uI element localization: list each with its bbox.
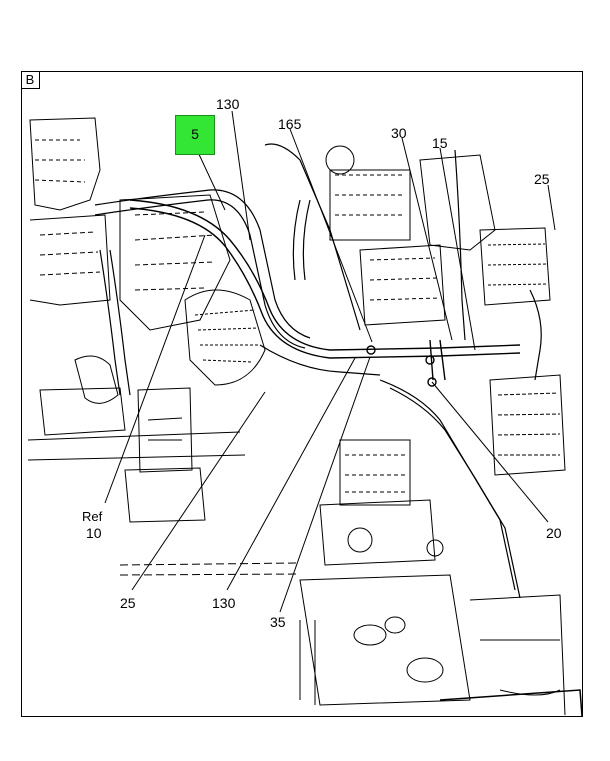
callout-35[interactable]: 35 xyxy=(270,614,286,630)
callout-25-right[interactable]: 25 xyxy=(534,171,550,187)
callout-165[interactable]: 165 xyxy=(278,116,302,132)
upper-right-assembly xyxy=(325,145,566,476)
callout-30[interactable]: 30 xyxy=(391,125,407,141)
lower-center-housing xyxy=(299,439,471,706)
intake-manifold xyxy=(119,194,266,523)
highlight-callout-label: 5 xyxy=(191,126,199,142)
tube-assembly xyxy=(129,199,521,387)
callout-25-bottom[interactable]: 25 xyxy=(120,595,136,611)
callout-15[interactable]: 15 xyxy=(432,135,448,151)
hoses xyxy=(94,143,542,599)
callout-130-bottom[interactable]: 130 xyxy=(212,595,236,611)
callout-20[interactable]: 20 xyxy=(546,525,562,541)
callout-130-top[interactable]: 130 xyxy=(216,96,240,112)
callout-10[interactable]: 10 xyxy=(86,525,102,541)
highlight-callout-box[interactable]: 5 xyxy=(175,115,215,155)
callout-ref: Ref xyxy=(82,509,103,524)
diagram-frame xyxy=(21,71,583,717)
leader-lines xyxy=(104,110,556,613)
frame-rails xyxy=(119,562,582,716)
view-label: B xyxy=(21,71,40,89)
engine-block-left xyxy=(27,117,246,461)
